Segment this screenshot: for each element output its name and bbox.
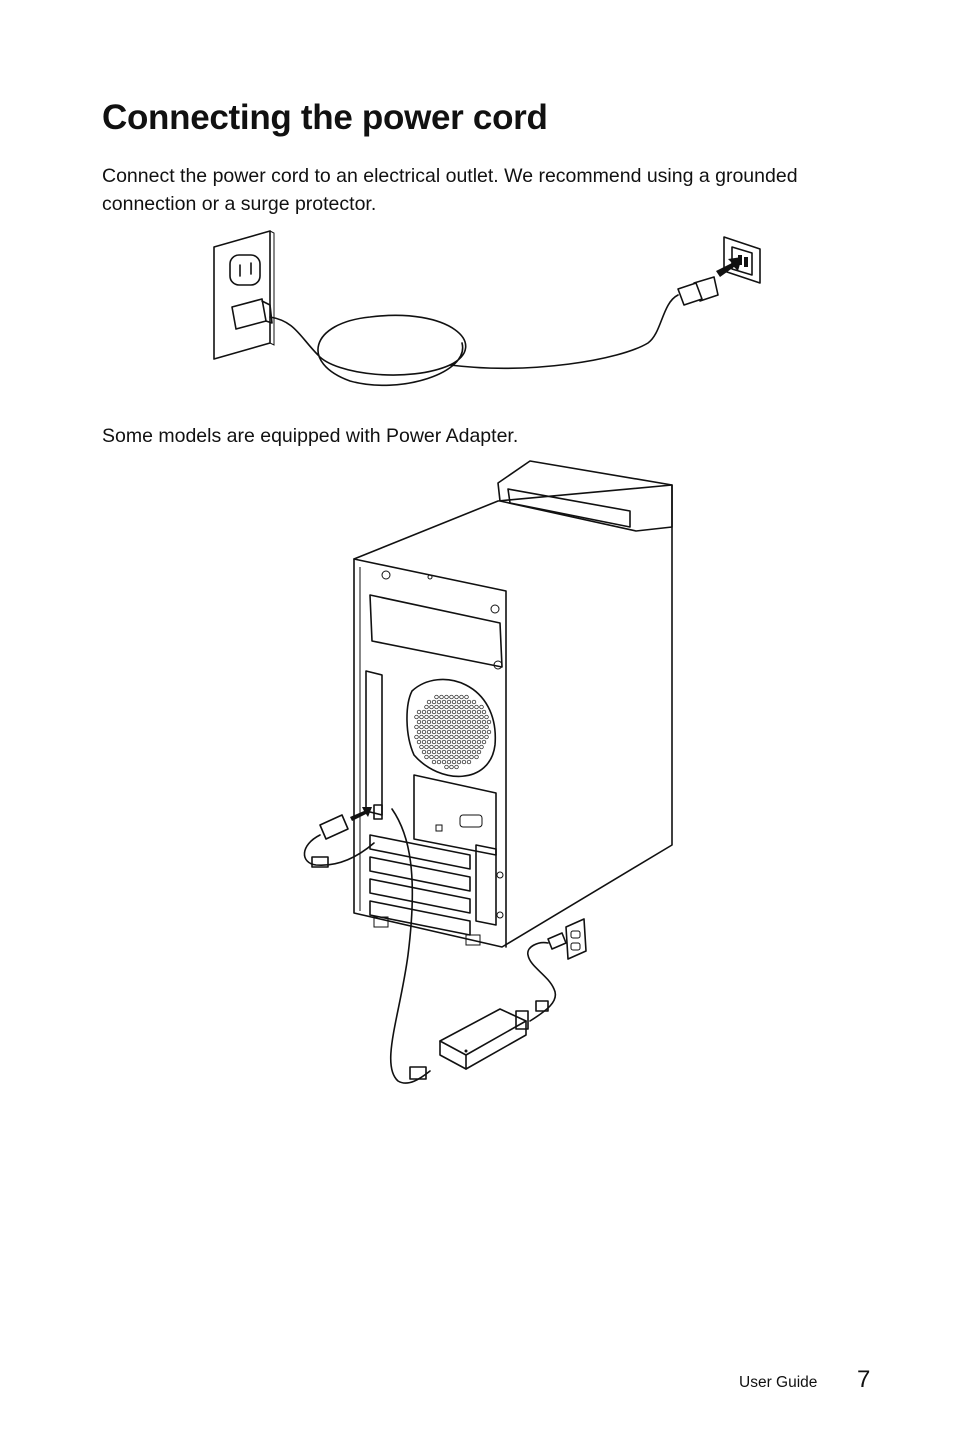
arrow-icon — [716, 257, 742, 277]
intro-paragraph: Connect the power cord to an electrical … — [102, 165, 798, 215]
wall-outlet — [565, 918, 587, 960]
wall-outlet-plate — [213, 230, 271, 360]
tower-case — [353, 484, 673, 948]
cord-connector — [677, 282, 703, 306]
page-number: 7 — [857, 1366, 871, 1393]
power-cord-illustration — [213, 230, 761, 387]
power-cord-coil — [269, 314, 467, 387]
psu-area — [369, 594, 503, 668]
dc-plug — [319, 814, 349, 840]
drive-bay — [497, 460, 673, 532]
arrow-icon — [350, 807, 372, 821]
adapter-note: Some models are equipped with Power Adap… — [102, 425, 519, 447]
power-inlet — [723, 236, 761, 284]
footer-label: User Guide — [739, 1374, 818, 1391]
page-title: Connecting the power cord — [102, 98, 548, 137]
wall-socket — [229, 254, 261, 286]
power-adapter-illustration — [303, 460, 673, 1084]
fan-grille — [406, 678, 496, 778]
wall-plug — [231, 298, 267, 330]
power-adapter — [439, 1008, 527, 1056]
